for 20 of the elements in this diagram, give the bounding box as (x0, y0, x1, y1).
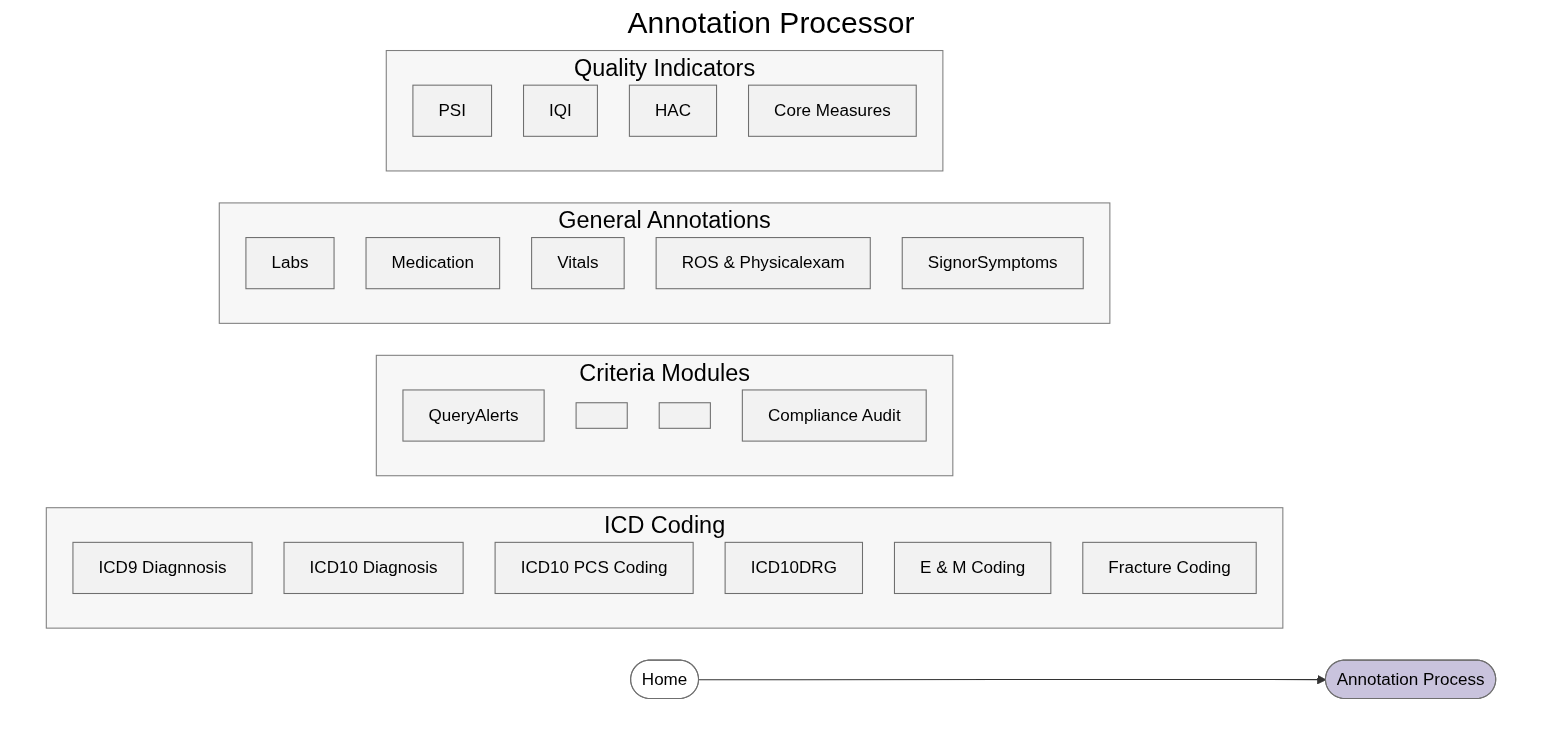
node-box: Labs (245, 237, 335, 290)
node-box: Fracture Coding (1082, 541, 1257, 595)
node-box: PSI (412, 84, 493, 137)
node-box: QueryAlerts (402, 389, 545, 442)
node-box: ICD9 Diagnnosis (72, 541, 253, 595)
node-box: Core Measures (748, 84, 917, 137)
node-box: ICD10DRG (724, 541, 864, 595)
node-box: Vitals (531, 237, 625, 290)
diagram-title: Annotation Processor (627, 6, 915, 40)
node-box (575, 402, 628, 429)
node-box: ROS & Physicalexam (655, 237, 871, 290)
node-box: ICD10 Diagnosis (283, 541, 464, 595)
node-box: IQI (523, 84, 598, 137)
node-box: Compliance Audit (741, 389, 927, 442)
node-box: ICD10 PCS Coding (494, 541, 694, 595)
node-box: Medication (365, 237, 501, 290)
node-box: HAC (628, 84, 718, 137)
node-box: SignorSymptoms (901, 237, 1084, 290)
node-box (658, 402, 711, 429)
node-box: E & M Coding (893, 541, 1052, 595)
